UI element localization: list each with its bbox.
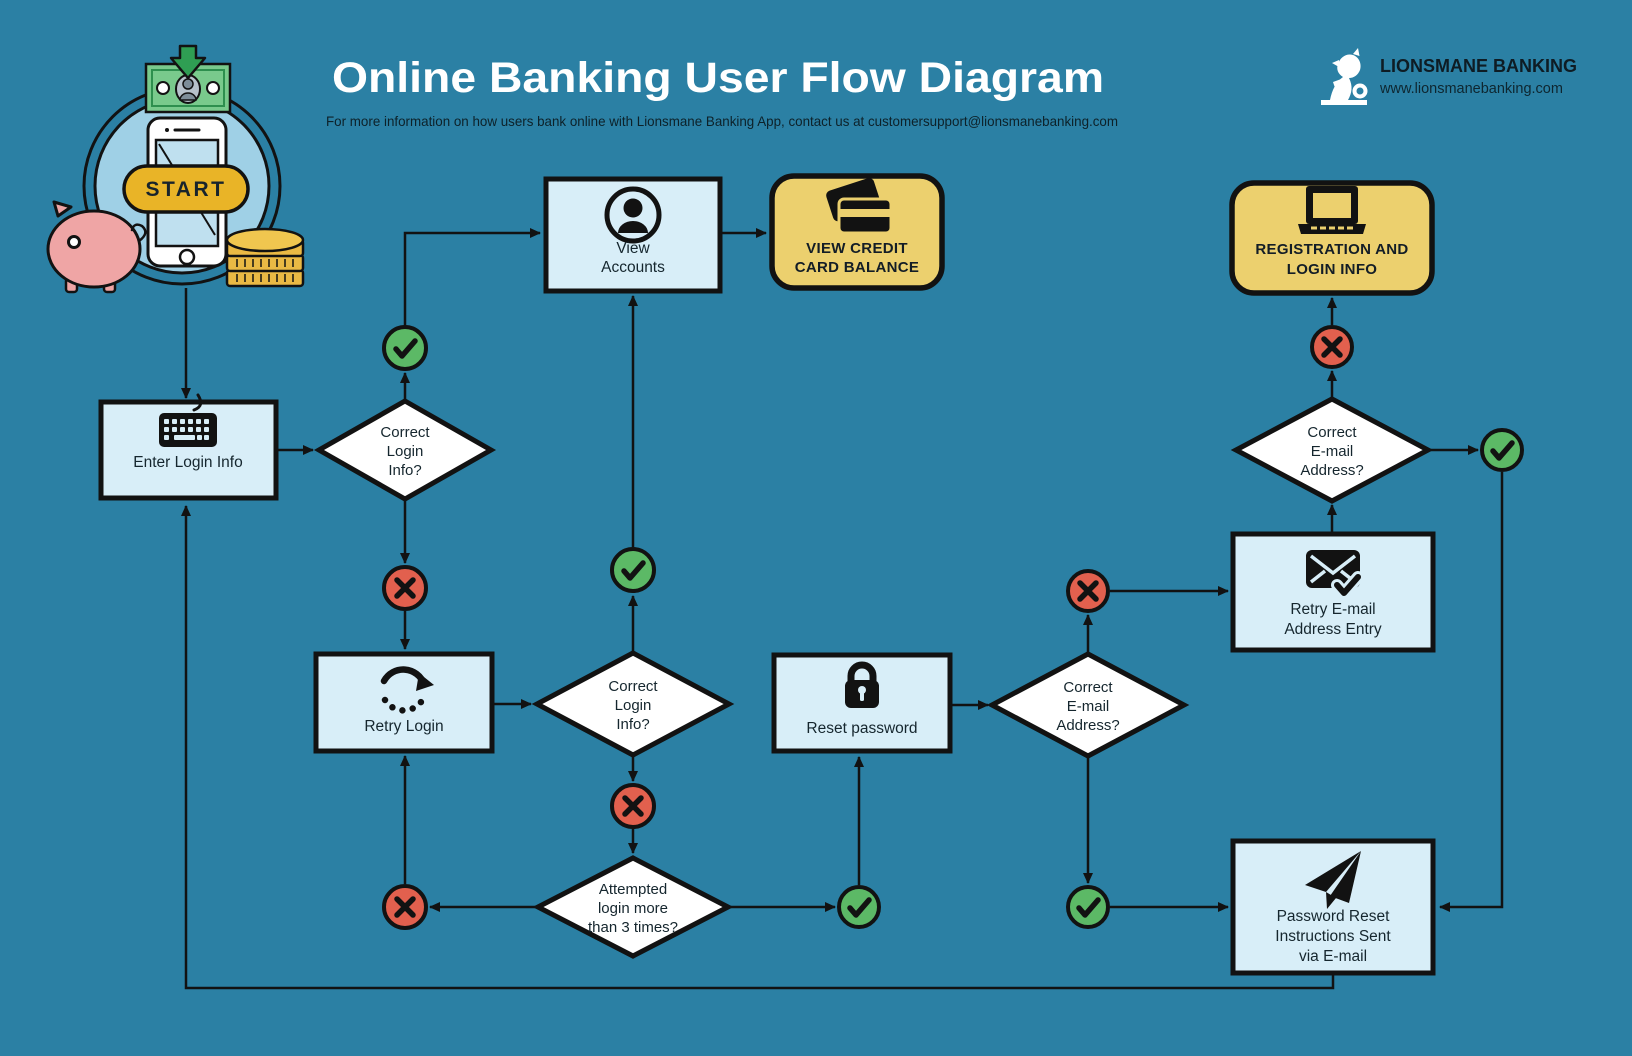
node-retry-login[interactable]: Retry Login: [313, 651, 495, 754]
decision-label-line1: Attempted: [599, 881, 667, 898]
node-label-line3: via E-mail: [1299, 948, 1367, 965]
decision-label-line3: Address?: [1300, 462, 1363, 479]
node-label: Enter Login Info: [133, 454, 242, 471]
keyboard-icon: [159, 393, 217, 447]
refresh-icon: [380, 666, 434, 714]
laptop-icon: [1298, 186, 1366, 234]
check-badge-attempts-yes: [837, 885, 881, 929]
decision-correct-email-1[interactable]: Correct E-mail Address?: [986, 651, 1190, 759]
start-button-label: START: [146, 178, 227, 201]
email-check-icon: [1306, 550, 1364, 599]
node-reset-password[interactable]: Reset password: [771, 652, 953, 754]
node-password-reset-instructions[interactable]: Password Reset Instructions Sent via E-m…: [1230, 838, 1436, 976]
decision-label-line3: Info?: [616, 716, 649, 733]
money-bill-icon: [144, 44, 232, 114]
node-label-line2: Instructions Sent: [1275, 928, 1391, 945]
lock-icon: [845, 661, 879, 708]
decision-correct-email-2[interactable]: Correct E-mail Address?: [1230, 396, 1434, 504]
x-badge-login-no: [382, 565, 428, 611]
download-arrow-icon: [169, 44, 207, 80]
decision-shape: [313, 398, 497, 502]
brand-name: LIONSMANE BANKING: [1380, 56, 1577, 76]
decision-shape: [986, 651, 1190, 759]
node-label-line1: VIEW CREDIT: [806, 240, 908, 257]
piggy-bank-icon: [46, 200, 147, 294]
node-label-line1: Password Reset: [1277, 908, 1391, 925]
arrow-password-reset-to-enter-login: [181, 505, 1335, 990]
x-badge-email1-no: [1066, 569, 1110, 613]
node-label-line2: LOGIN INFO: [1287, 261, 1378, 278]
decision-label-line1: Correct: [1063, 679, 1113, 696]
page-title: Online Banking User Flow Diagram: [332, 54, 1104, 102]
decision-shape: [532, 855, 734, 959]
coins-icon: [225, 227, 305, 288]
node-view-accounts[interactable]: View Accounts: [543, 176, 723, 294]
node-retry-email-address-entry[interactable]: Retry E-mail Address Entry: [1230, 531, 1436, 653]
flow-connectors: [181, 228, 1504, 990]
node-label: Reset password: [806, 720, 917, 737]
check-badge-email1-yes: [1066, 885, 1110, 929]
node-enter-login-info[interactable]: Enter Login Info: [98, 393, 279, 501]
node-label-line2: Address Entry: [1284, 621, 1382, 638]
node-box: [1230, 838, 1436, 976]
arrow-check5-to-password-reset: [1439, 472, 1504, 912]
arrow-check1-to-view-accounts: [403, 228, 541, 326]
node-label-line1: View: [616, 240, 650, 257]
lion-icon: [1321, 48, 1368, 105]
node-box: [1230, 531, 1436, 653]
check-badge-login2-yes: [610, 547, 656, 593]
start-illustration: START: [46, 44, 305, 294]
node-view-credit-card-balance[interactable]: VIEW CREDIT CARD BALANCE: [769, 173, 945, 291]
decision-attempted-login-3-times[interactable]: Attempted login more than 3 times?: [532, 855, 734, 959]
decision-label-line1: Correct: [1307, 424, 1357, 441]
node-label-line1: REGISTRATION AND: [1255, 241, 1408, 258]
node-box: [543, 176, 723, 294]
node-label-line2: CARD BALANCE: [795, 259, 919, 276]
page-subtitle: For more information on how users bank o…: [326, 113, 1118, 129]
node-registration-and-login-info[interactable]: REGISTRATION AND LOGIN INFO: [1229, 180, 1435, 296]
decision-label-line3: than 3 times?: [588, 919, 678, 936]
decision-shape: [1230, 396, 1434, 504]
x-badge-attempts-no: [382, 884, 428, 930]
decision-shape: [531, 650, 735, 758]
decision-label-line3: Info?: [388, 462, 421, 479]
x-badge-email2-no: [1310, 325, 1354, 369]
check-badge-email2-yes: [1480, 428, 1524, 472]
decision-correct-login-info-1[interactable]: Correct Login Info?: [313, 398, 497, 502]
brand-website: www.lionsmanebanking.com: [1379, 81, 1563, 97]
x-badge-login2-no: [610, 783, 656, 829]
decision-label-line2: Login: [387, 443, 424, 460]
decision-label-line2: login more: [598, 900, 668, 917]
decision-label-line3: Address?: [1056, 717, 1119, 734]
node-label: Retry Login: [364, 718, 443, 735]
check-badge-login-yes: [382, 325, 428, 371]
brand-logo: LIONSMANE BANKING www.lionsmanebanking.c…: [1321, 48, 1577, 105]
node-box: [1229, 180, 1435, 296]
decision-label-line1: Correct: [608, 678, 658, 695]
start-button[interactable]: START: [122, 164, 250, 214]
decision-label-line2: Login: [615, 697, 652, 714]
decision-correct-login-info-2[interactable]: Correct Login Info?: [531, 650, 735, 758]
user-icon: [604, 186, 662, 244]
decision-label-line2: E-mail: [1067, 698, 1110, 715]
node-label-line2: Accounts: [601, 259, 665, 276]
node-label-line1: Retry E-mail: [1290, 601, 1375, 618]
credit-card-icon: [826, 178, 893, 235]
decision-label-line2: E-mail: [1311, 443, 1354, 460]
decision-label-line1: Correct: [380, 424, 430, 441]
paper-plane-icon: [1305, 851, 1361, 909]
